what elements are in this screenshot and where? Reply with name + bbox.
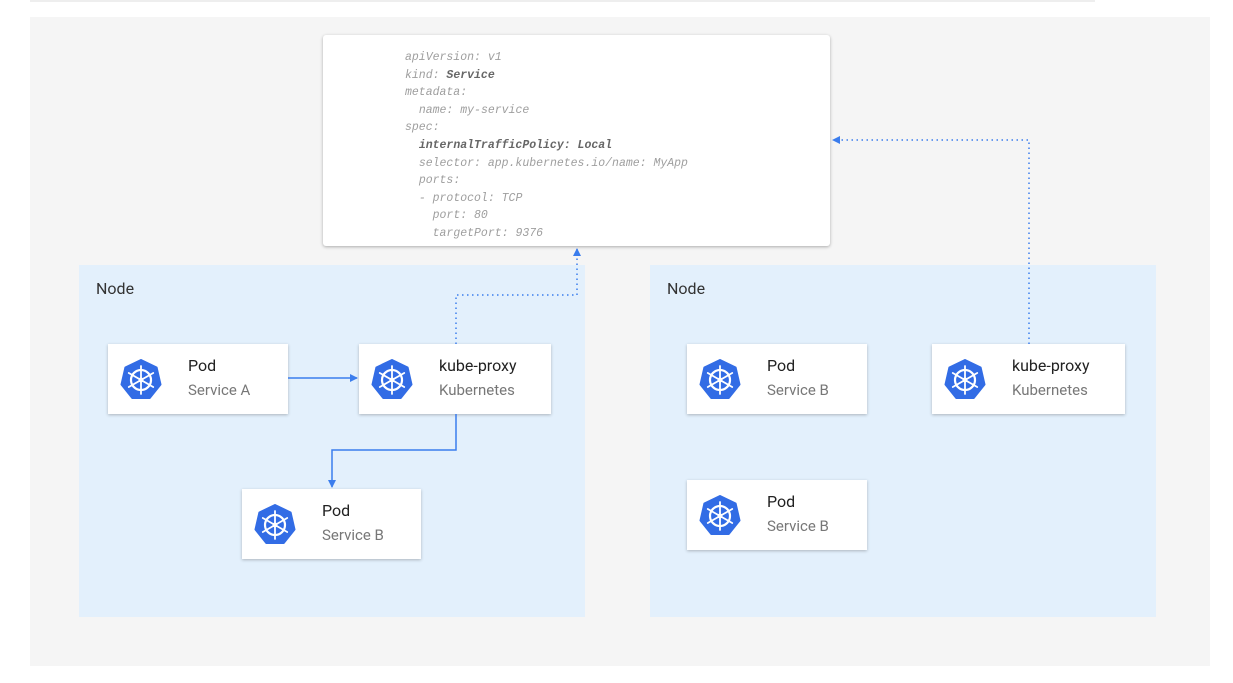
arrow-kubeproxy-to-serviceB bbox=[328, 414, 457, 488]
yaml-key: - protocol: bbox=[418, 191, 502, 205]
yaml-line: - protocol: TCP bbox=[405, 191, 523, 205]
card-title: kube-proxy bbox=[1012, 356, 1090, 375]
card-subtitle: Kubernetes bbox=[439, 381, 515, 399]
yaml-line: metadata: bbox=[405, 86, 467, 99]
yaml-value: TCP bbox=[501, 191, 523, 205]
yaml-key: spec: bbox=[405, 121, 440, 135]
card-title: kube-proxy bbox=[439, 356, 517, 375]
yaml-value: 80 bbox=[474, 209, 488, 223]
node-label: Node bbox=[96, 279, 135, 298]
yaml-value: Local bbox=[577, 139, 613, 152]
card-subtitle: Service B bbox=[322, 526, 384, 544]
card-title: Pod bbox=[767, 492, 796, 511]
node-label: Node bbox=[667, 279, 706, 298]
yaml-line: apiVersion: v1 bbox=[405, 51, 502, 64]
yaml-line: name: my-service bbox=[405, 104, 529, 117]
kubernetes-icon bbox=[699, 495, 741, 535]
yaml-line: port: 80 bbox=[405, 209, 488, 222]
kubernetes-icon bbox=[120, 359, 162, 399]
yaml-value: v1 bbox=[487, 51, 502, 64]
yaml-line: spec: bbox=[405, 121, 440, 134]
yaml-key: metadata: bbox=[405, 86, 468, 100]
yaml-value: app.kubernetes.io/name: MyApp bbox=[487, 156, 688, 170]
card-title: Pod bbox=[767, 356, 796, 375]
yaml-line: ports: bbox=[405, 174, 460, 187]
yaml-key: name: bbox=[418, 103, 461, 117]
dotted-arrow-right-kubeproxy-to-service bbox=[832, 136, 1030, 344]
kubernetes-icon bbox=[699, 359, 741, 399]
card-subtitle: Service B bbox=[767, 517, 829, 535]
service-yaml-box: apiVersion: v1 kind: Service metadata: nam… bbox=[323, 35, 830, 246]
top-divider bbox=[30, 0, 1095, 2]
kubernetes-icon bbox=[371, 359, 413, 399]
card-subtitle: Service A bbox=[188, 381, 251, 399]
node-right: Node bbox=[650, 265, 1156, 617]
yaml-key: selector: bbox=[418, 156, 488, 170]
card-subtitle: Kubernetes bbox=[1012, 381, 1088, 399]
card-subtitle: Service B bbox=[767, 381, 829, 399]
kubernetes-icon bbox=[254, 504, 296, 544]
yaml-value: Service bbox=[446, 68, 495, 82]
yaml-line: targetPort: 9376 bbox=[405, 227, 543, 240]
yaml-line: internalTrafficPolicy: Local bbox=[405, 139, 612, 152]
yaml-key: kind: bbox=[405, 68, 447, 82]
card-title: Pod bbox=[188, 356, 217, 375]
kubernetes-icon bbox=[944, 359, 986, 399]
yaml-line: kind: Service bbox=[405, 69, 495, 82]
yaml-value: 9376 bbox=[515, 227, 544, 240]
yaml-value: my-service bbox=[460, 103, 530, 117]
yaml-line: selector: app.kubernetes.io/name: MyApp bbox=[405, 157, 688, 170]
yaml-key: targetPort: bbox=[432, 227, 516, 240]
yaml-key: apiVersion: bbox=[405, 51, 488, 64]
yaml-key: internalTrafficPolicy: bbox=[418, 139, 578, 152]
yaml-key: port: bbox=[432, 209, 475, 223]
yaml-key: ports: bbox=[418, 174, 461, 188]
card-title: Pod bbox=[322, 501, 351, 520]
dotted-arrow-left-kubeproxy-to-service bbox=[455, 248, 581, 344]
